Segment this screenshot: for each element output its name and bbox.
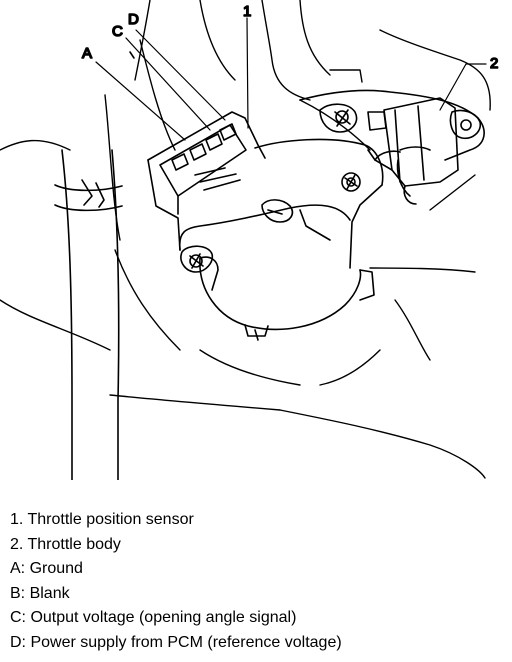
- leader-lines: [95, 17, 487, 141]
- callout-d: D: [128, 11, 139, 28]
- legend-item-2: 2. Throttle body: [10, 535, 121, 553]
- engine-background-lines: [0, 0, 491, 479]
- callout-b-marker: [129, 51, 135, 59]
- callout-1: 1: [243, 3, 251, 20]
- callout-2: 2: [490, 55, 498, 72]
- legend-item-d: D: Power supply from PCM (reference volt…: [10, 633, 342, 651]
- hose: [54, 149, 123, 480]
- legend-item-a: A: Ground: [10, 560, 83, 577]
- legend-item-c: C: Output voltage (opening angle signal): [10, 609, 297, 626]
- callout-c: C: [112, 23, 123, 40]
- legend-item-1: 1. Throttle position sensor: [10, 511, 194, 528]
- legend-item-b: B: Blank: [10, 584, 70, 602]
- throttle-body: [299, 89, 485, 205]
- legend: 1. Throttle position sensor 2. Throttle …: [10, 508, 342, 655]
- throttle-sensor-diagram: 1 2 A C D: [0, 0, 499, 480]
- throttle-position-sensor: [147, 111, 384, 341]
- callout-a: A: [82, 45, 92, 62]
